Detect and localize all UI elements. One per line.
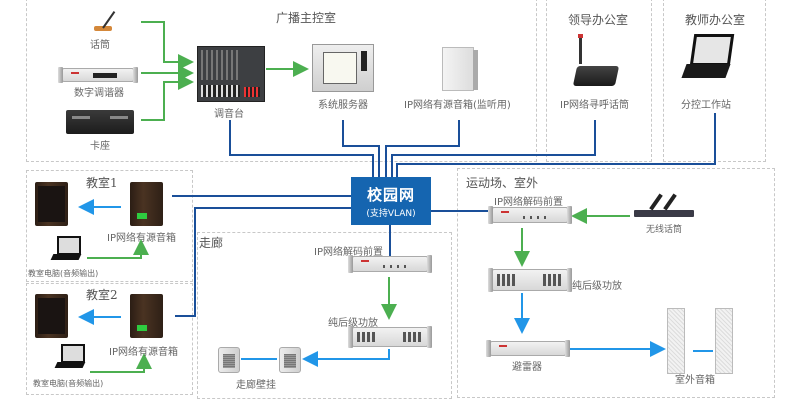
passive-speaker-icon[interactable] <box>35 294 68 338</box>
classroom2-active-speaker-icon[interactable] <box>130 294 163 338</box>
tuner-icon[interactable] <box>58 67 138 83</box>
label-workstation: 分控工作站 <box>681 100 731 111</box>
net-monitor <box>385 120 460 177</box>
label-cassette: 卡座 <box>90 141 110 152</box>
zone-title-classroom1: 教室1 <box>86 176 118 190</box>
label-corridor-decoder: IP网络解码前置 <box>314 247 383 258</box>
label-tuner: 数字调谐器 <box>74 88 124 99</box>
classroom1-active-speaker-icon[interactable] <box>130 182 163 226</box>
network-lines <box>172 113 716 317</box>
label-corridor-amp: 纯后级功放 <box>328 318 378 329</box>
label-microphone: 话筒 <box>90 40 110 51</box>
outdoor-column-speaker-icon[interactable] <box>667 308 685 374</box>
zone-title-teacher-office: 教师办公室 <box>685 13 746 27</box>
net-paging <box>391 120 596 177</box>
passive-speaker-icon[interactable] <box>35 182 68 226</box>
label-monitor-speaker: IP网络有源音箱(监听用) <box>404 100 511 111</box>
system-server-icon[interactable] <box>312 44 374 92</box>
label-classroom1-pc: 教室电脑(音频输出) <box>28 269 99 278</box>
wire-mic-mixer <box>141 21 194 70</box>
corridor-decoder-icon[interactable] <box>348 255 432 273</box>
zone-leader-office <box>546 0 652 162</box>
hub-subtitle: (支持VLAN) <box>366 209 416 219</box>
label-system-server: 系统服务器 <box>318 100 368 111</box>
wire-cassette-mixer <box>141 74 194 121</box>
hub-title: 校园网 <box>366 186 415 204</box>
zone-playground <box>457 168 775 398</box>
net-classroom2 <box>175 207 351 317</box>
cassette-deck-icon[interactable] <box>66 110 134 134</box>
label-classroom2-pc: 教室电脑(音频输出) <box>33 379 104 388</box>
monitor-speaker-icon[interactable] <box>442 47 478 91</box>
paging-microphone-icon[interactable] <box>572 34 620 86</box>
net-mixer <box>229 120 374 177</box>
outdoor-column-speaker-icon[interactable] <box>715 308 733 374</box>
label-corridor-wall-speaker: 走廊壁挂 <box>236 380 276 391</box>
corridor-amplifier-icon[interactable] <box>348 326 432 348</box>
zone-title-classroom2: 教室2 <box>86 288 118 302</box>
workstation-laptop-icon[interactable] <box>681 34 735 82</box>
zone-title-corridor: 走廊 <box>199 236 224 250</box>
speaker-output-lines <box>78 199 713 367</box>
label-paging-microphone: IP网络寻呼话筒 <box>560 100 629 111</box>
wall-speaker-icon[interactable] <box>218 347 240 373</box>
mixer-icon[interactable] <box>197 46 265 102</box>
label-mixer: 调音台 <box>214 109 244 120</box>
zone-control-room <box>26 0 537 162</box>
label-outdoor-decoder: IP网络解码前置 <box>494 197 563 208</box>
wire-amp-wall-corridor <box>302 349 390 367</box>
microphone-icon[interactable] <box>88 6 118 31</box>
classroom2-pc-icon[interactable] <box>54 344 86 370</box>
label-wireless-microphone: 无线话筒 <box>646 225 683 235</box>
classroom1-pc-icon[interactable] <box>50 236 82 262</box>
zone-title-leader-office: 领导办公室 <box>568 13 629 27</box>
wireless-microphone-icon[interactable] <box>632 193 696 217</box>
wire-pc1-speaker <box>87 239 149 259</box>
audio-input-lines <box>87 21 630 373</box>
label-lightning-arrester: 避雷器 <box>512 362 542 373</box>
zone-classroom2 <box>26 283 193 395</box>
zone-title-control-room: 广播主控室 <box>276 11 337 25</box>
lightning-arrester-icon[interactable] <box>486 340 570 357</box>
zone-title-playground: 运动场、室外 <box>466 176 539 190</box>
net-workstation <box>396 113 716 177</box>
zone-classroom1 <box>26 170 193 282</box>
label-classroom2-speaker: IP网络有源音箱 <box>109 347 178 358</box>
outdoor-amplifier-icon[interactable] <box>488 268 572 292</box>
zone-corridor <box>197 232 452 399</box>
label-outdoor-speaker: 室外音箱 <box>675 375 715 386</box>
wire-pc2-speaker <box>90 353 152 373</box>
wall-speaker-icon[interactable] <box>279 347 301 373</box>
net-server <box>342 120 380 177</box>
outdoor-decoder-icon[interactable] <box>488 206 572 224</box>
campus-network-hub[interactable]: 校园网 (支持VLAN) <box>351 177 431 225</box>
label-classroom1-speaker: IP网络有源音箱 <box>107 233 176 244</box>
label-outdoor-amp: 纯后级功放 <box>572 281 622 292</box>
